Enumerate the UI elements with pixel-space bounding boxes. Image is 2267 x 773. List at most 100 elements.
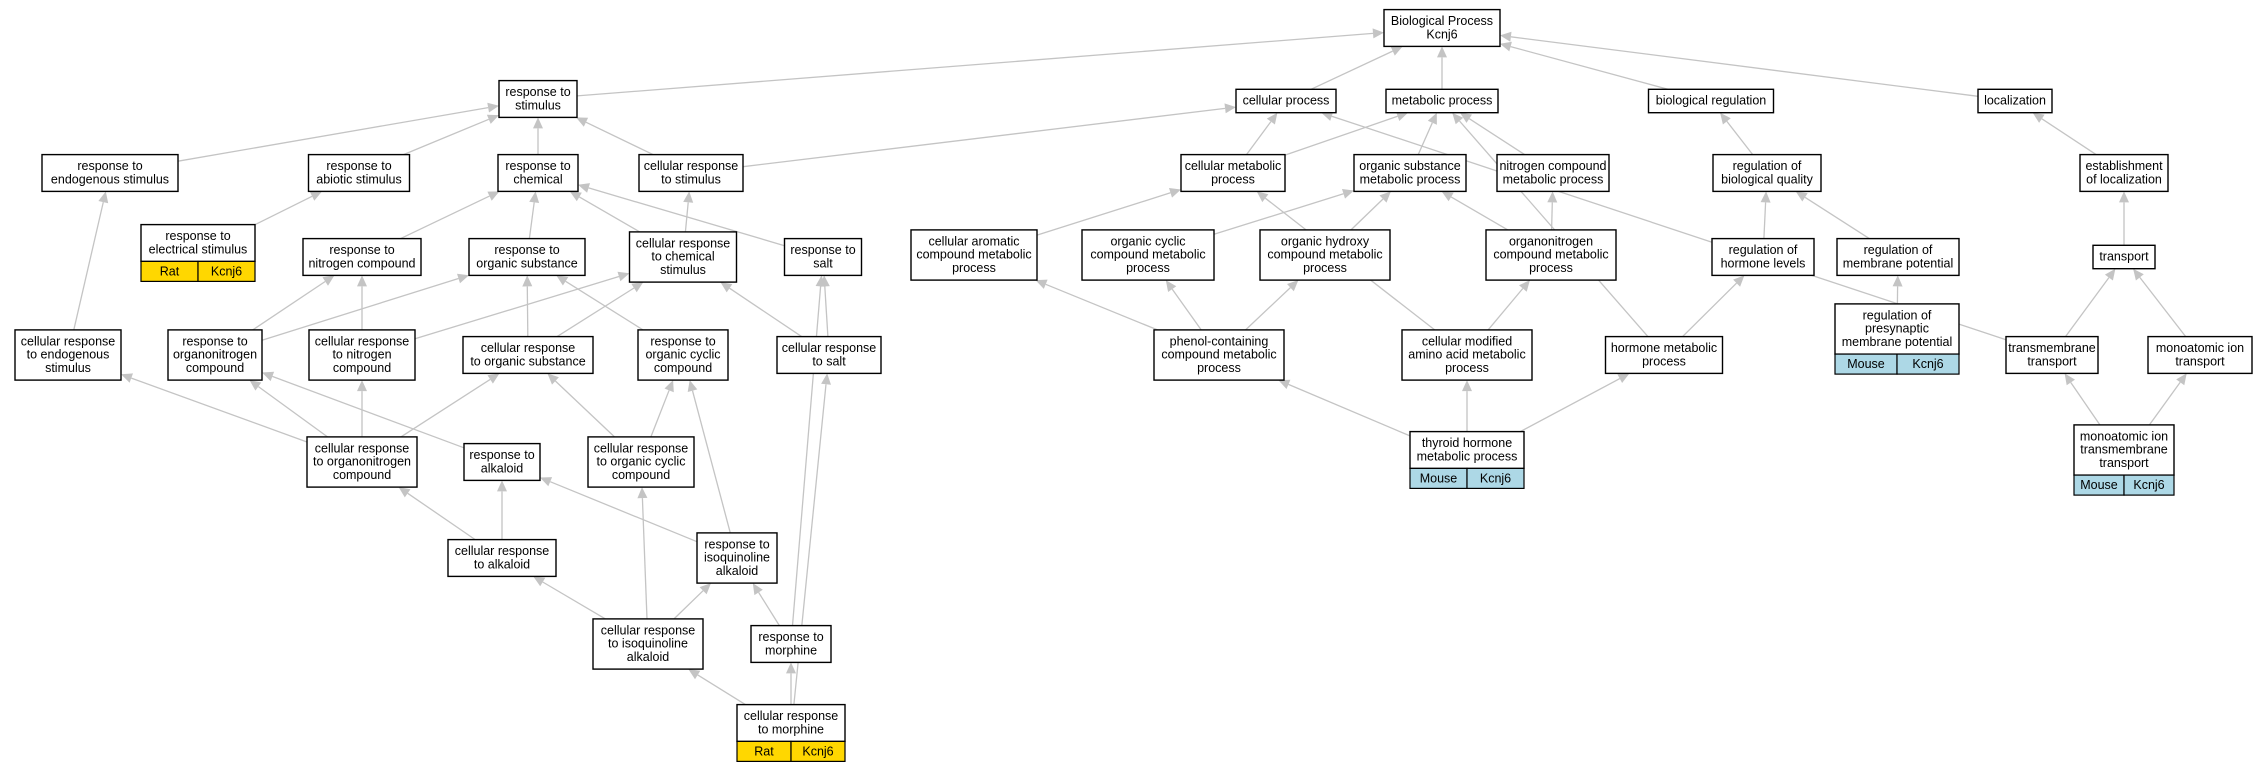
arrowhead-icon	[1500, 31, 1512, 42]
node-monoatomic-ion-transmembrane-transport[interactable]: monoatomic iontransmembranetransportMous…	[2073, 424, 2175, 496]
edge-regulation-of-presynaptic-membrane-potential-to-regulation-of-membrane-potential	[1892, 275, 1903, 304]
node-localization[interactable]: localization	[1977, 88, 2053, 114]
arrowhead-icon	[1035, 279, 1048, 289]
species-label: Mouse	[1847, 357, 1885, 371]
arrowhead-icon	[487, 191, 500, 201]
edge-line	[272, 375, 465, 449]
edge-cellular-response-to-morphine-to-cellular-response-to-isoquinoline-alkaloid	[688, 669, 746, 706]
arrowhead-icon	[2176, 373, 2187, 386]
node-transport[interactable]: transport	[2092, 244, 2156, 270]
edge-organic-hydroxy-compound-metabolic-process-to-organic-substance-metabolic-process	[1350, 191, 1391, 231]
node-label-line: hormone levels	[1721, 256, 1806, 270]
node-box	[307, 153, 411, 193]
edge-cellular-response-to-organic-substance-to-response-to-organic-substance	[522, 275, 533, 337]
edge-line	[254, 195, 313, 226]
arrowhead-icon	[1617, 373, 1630, 383]
node-box	[1180, 153, 1286, 193]
node-metabolic-process[interactable]: metabolic process	[1385, 88, 1499, 114]
edge-organic-cyclic-compound-metabolic-process-to-organic-substance-metabolic-process	[1213, 189, 1354, 235]
arrowhead-icon	[497, 480, 507, 492]
edge-line	[576, 32, 1374, 97]
arrowhead-icon	[486, 114, 499, 124]
edge-line	[1310, 50, 1393, 90]
edge-cellular-metabolic-process-to-metabolic-process	[1284, 111, 1408, 156]
gene-label: Kcnj6	[802, 744, 833, 758]
node-label-line: to chemical	[651, 250, 714, 264]
edge-response-to-salt-to-response-to-chemical	[578, 183, 785, 247]
node-label-line: hormone metabolic	[1611, 341, 1717, 355]
node-cellular-process[interactable]: cellular process	[1235, 88, 1337, 114]
edge-hormone-metabolic-process-to-regulation-of-hormone-levels	[1682, 275, 1745, 338]
node-box	[1712, 153, 1822, 193]
node-label-line: localization	[1984, 94, 2046, 108]
edge-cellular-response-to-organic-substance-to-cellular-response-to-chemical-stimulus	[556, 282, 644, 338]
arrowhead-icon	[487, 373, 500, 384]
edge-line	[585, 121, 654, 156]
node-box	[2092, 244, 2156, 270]
edge-line	[1804, 196, 1870, 240]
node-label-line: salt	[813, 256, 833, 270]
node-box	[638, 153, 744, 193]
node-label-line: cellular response	[636, 236, 731, 250]
node-biological-regulation[interactable]: biological regulation	[1647, 88, 1775, 114]
edge-thyroid-hormone-metabolic-process-to-cellular-modified-amino-acid-metabolic-process	[1462, 380, 1472, 432]
arrowhead-icon	[533, 576, 546, 587]
node-label-line: process	[1197, 361, 1241, 375]
node-label-line: response to	[704, 537, 769, 551]
node-label-line: organonitrogen	[1509, 234, 1593, 248]
node-label-line: to isoquinoline	[608, 637, 688, 651]
species-label: Mouse	[1420, 471, 1458, 485]
arrowhead-icon	[1427, 112, 1437, 125]
edge-phenol-containing-compound-metabolic-process-to-organic-hydroxy-compound-metabolic-process	[1245, 280, 1299, 331]
node-box	[167, 329, 263, 381]
gene-label: Kcnj6	[2133, 478, 2164, 492]
node-box	[463, 442, 541, 482]
edge-line	[252, 280, 326, 331]
node-label-line: transport	[2099, 456, 2149, 470]
